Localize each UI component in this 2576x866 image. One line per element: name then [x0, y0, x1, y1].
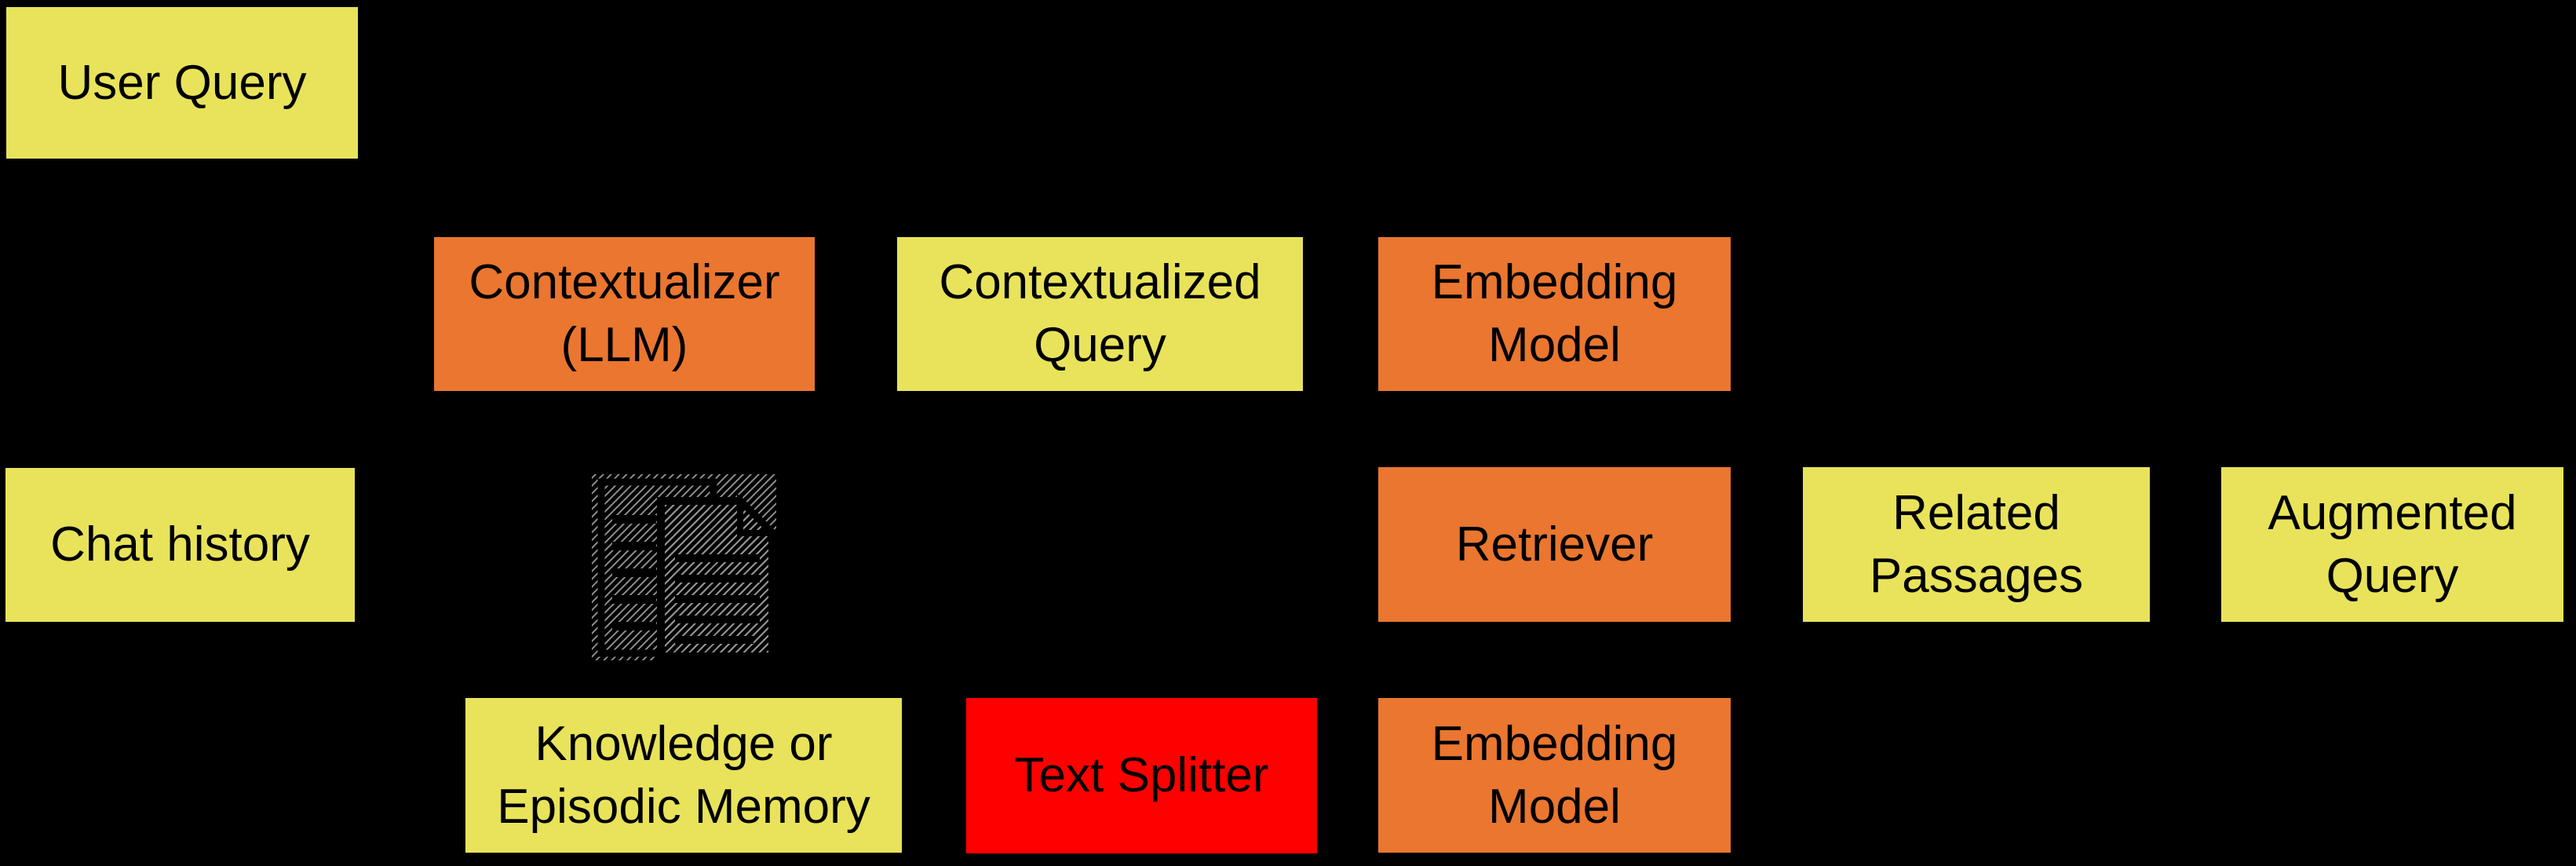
documents-icon [592, 474, 776, 660]
node-chat-history: Chat history [5, 468, 355, 622]
node-user-query: User Query [6, 7, 358, 159]
node-retriever: Retriever [1378, 467, 1731, 622]
front-page-text-lines [675, 554, 760, 644]
node-embedding-model-bottom: Embedding Model [1378, 698, 1731, 853]
node-text-splitter: Text Splitter [966, 698, 1317, 853]
node-knowledge-or-episodic-memory: Knowledge or Episodic Memory [465, 698, 902, 853]
node-related-passages: Related Passages [1803, 467, 2150, 622]
front-page-fold [737, 493, 776, 536]
node-augmented-query: Augmented Query [2221, 467, 2563, 622]
node-contextualized-query: Contextualized Query [897, 237, 1303, 391]
node-embedding-model-top: Embedding Model [1378, 237, 1731, 391]
node-contextualizer-llm: Contextualizer (LLM) [434, 237, 815, 391]
back-page-text-lines [612, 515, 656, 630]
